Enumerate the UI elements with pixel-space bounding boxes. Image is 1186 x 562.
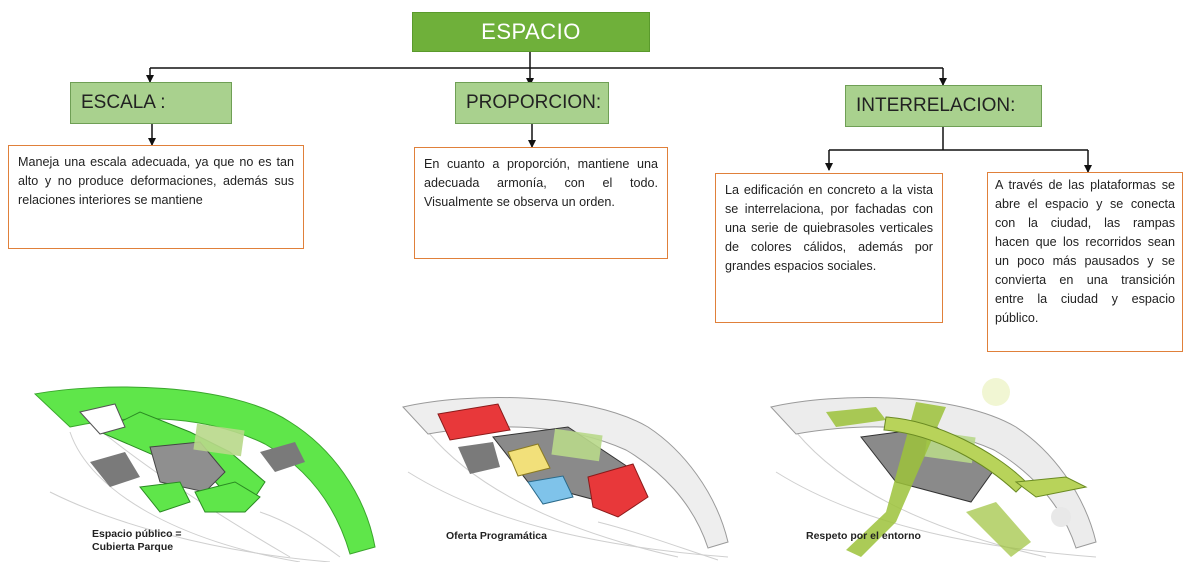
category-escala: ESCALA :	[70, 82, 232, 124]
category-proporcion-label: PROPORCION:	[466, 92, 602, 113]
site-plan-image-program: Oferta Programática	[398, 372, 738, 562]
site-plan-image-context: Respeto por el entorno	[766, 372, 1106, 562]
note-proporcion-text: En cuanto a proporción, mantiene una ade…	[424, 157, 658, 209]
title-label: ESPACIO	[481, 19, 581, 44]
site-plan-image-park: Espacio público = Cubierta Parque	[30, 372, 380, 562]
note-interrelacion-2: A través de las plataformas se abre el e…	[987, 172, 1183, 352]
caption-park: Espacio público = Cubierta Parque	[92, 528, 182, 554]
note-proporcion: En cuanto a proporción, mantiene una ade…	[414, 147, 668, 259]
category-interrelacion: INTERRELACION:	[845, 85, 1042, 127]
category-escala-label: ESCALA :	[81, 92, 166, 113]
note-interrelacion-1-text: La edificación en concreto a la vista se…	[725, 183, 933, 273]
category-proporcion: PROPORCION:	[455, 82, 609, 124]
caption-program-text: Oferta Programática	[446, 530, 547, 542]
caption-context: Respeto por el entorno	[806, 530, 921, 543]
caption-context-text: Respeto por el entorno	[806, 530, 921, 542]
note-interrelacion-1: La edificación en concreto a la vista se…	[715, 173, 943, 323]
category-interrelacion-label: INTERRELACION:	[856, 95, 1016, 116]
connector-lines	[146, 50, 1092, 173]
note-interrelacion-2-text: A través de las plataformas se abre el e…	[995, 178, 1175, 325]
caption-program: Oferta Programática	[446, 530, 547, 543]
caption-park-line-2: Cubierta Parque	[92, 541, 174, 553]
title-box: ESPACIO	[412, 12, 650, 52]
note-escala: Maneja una escala adecuada, ya que no es…	[8, 145, 304, 249]
note-escala-text: Maneja una escala adecuada, ya que no es…	[18, 155, 294, 207]
caption-park-line-1: Espacio público =	[92, 528, 182, 540]
